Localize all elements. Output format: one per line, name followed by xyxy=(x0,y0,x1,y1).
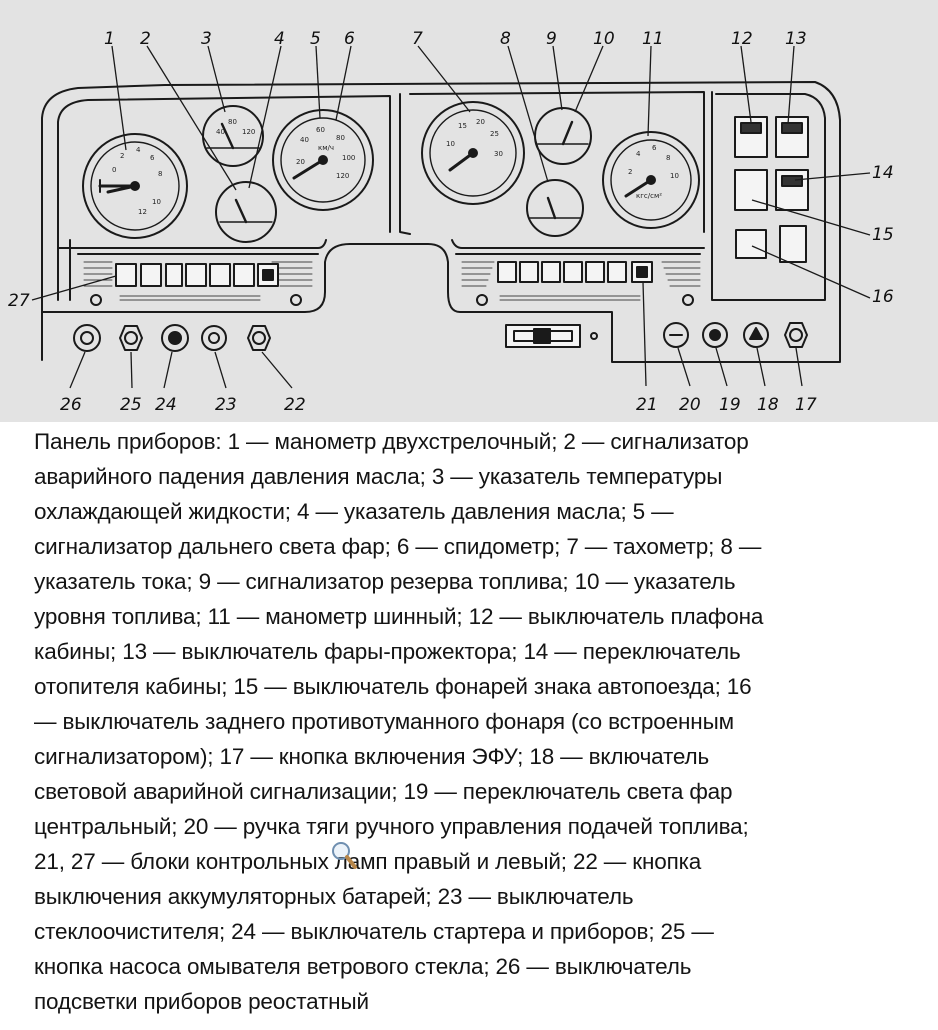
caption-line: охлаждающей жидкости; 4 — указатель давл… xyxy=(34,499,674,524)
callout-22: 22 xyxy=(284,395,306,415)
dashboard-drawing: 0 2 4 6 8 10 12 40 80 120 20 40 60 80 10… xyxy=(0,0,938,422)
caption-line: 21, 27 — блоки контрольных ламп правый и… xyxy=(34,849,702,874)
gauge-11-mark: 6 xyxy=(652,144,657,152)
callout-20: 20 xyxy=(679,395,701,415)
gauge-11-mark: 4 xyxy=(636,150,641,158)
caption-line: отопителя кабины; 15 — выключатель фонар… xyxy=(34,674,752,699)
callout-10: 10 xyxy=(593,29,615,49)
callout-2: 2 xyxy=(140,29,151,49)
callout-9: 9 xyxy=(546,29,557,49)
callout-23: 23 xyxy=(215,395,237,415)
knob-25 xyxy=(119,325,143,351)
gauge-1-mark: 4 xyxy=(136,146,141,154)
caption-line: подсветки приборов реостатный xyxy=(34,989,369,1014)
caption-line: кнопка насоса омывателя ветрового стекла… xyxy=(34,954,692,979)
gauge-1-mark: 0 xyxy=(112,166,116,174)
callout-5: 5 xyxy=(310,29,321,49)
gauge-6-speedometer xyxy=(272,109,374,211)
callout-24: 24 xyxy=(155,395,177,415)
knob-26 xyxy=(73,324,101,352)
knob-22 xyxy=(247,325,271,351)
figure-caption: Панель приборов: 1 — манометр двухстрело… xyxy=(0,422,938,1030)
caption-line: Панель приборов: 1 — манометр двухстрело… xyxy=(34,429,749,454)
gauge-6-mark: 60 xyxy=(316,126,325,134)
callout-12: 12 xyxy=(731,29,753,49)
gauge-11-unit: кгс/см² xyxy=(636,192,662,200)
gauge-1-mark: 10 xyxy=(152,198,161,206)
callout-15: 15 xyxy=(872,225,894,245)
caption-line: сигнализатор дальнего света фар; 6 — спи… xyxy=(34,534,762,559)
knob-19 xyxy=(702,322,728,348)
right-lamp-block xyxy=(497,261,653,283)
gauge-1-mark: 12 xyxy=(138,208,147,216)
callout-13: 13 xyxy=(785,29,807,49)
left-lamp-block xyxy=(115,263,279,287)
caption-line: выключения аккумуляторных батарей; 23 — … xyxy=(34,884,634,909)
gauge-9-fuel-reserve xyxy=(534,107,592,165)
knob-20 xyxy=(663,322,689,348)
gauge-6-mark: 20 xyxy=(296,158,305,166)
caption-line: уровня топлива; 11 — манометр шинный; 12… xyxy=(34,604,764,629)
gauge-3-mark: 40 xyxy=(216,128,225,136)
magnifier-cursor-icon xyxy=(332,842,357,869)
callout-16: 16 xyxy=(872,287,894,307)
caption-line: — выключатель заднего противотуманного ф… xyxy=(34,709,734,734)
caption-line: сигнализатором); 17 — кнопка включения Э… xyxy=(34,744,710,769)
switch-block-right xyxy=(734,116,809,263)
gauge-1-mark: 6 xyxy=(150,154,155,162)
gauge-7-mark: 10 xyxy=(446,140,455,148)
gauge-7-tachometer xyxy=(421,101,525,205)
gauge-11-mark: 8 xyxy=(666,154,670,162)
dashboard-svg: 0 2 4 6 8 10 12 40 80 120 20 40 60 80 10… xyxy=(8,29,894,415)
gauge-3-mark: 80 xyxy=(228,118,237,126)
gauge-7-mark: 15 xyxy=(458,122,467,130)
caption-line: центральный; 20 — ручка тяги ручного упр… xyxy=(34,814,749,839)
gauge-1-mark: 2 xyxy=(120,152,124,160)
gauge-11-tire-pressure xyxy=(602,131,700,229)
knob-23 xyxy=(201,325,227,351)
callout-14: 14 xyxy=(872,163,894,183)
callout-17: 17 xyxy=(795,395,817,415)
gauge-8-ammeter xyxy=(526,179,584,237)
callout-4: 4 xyxy=(274,29,285,49)
caption-line: стеклоочистителя; 24 — выключатель старт… xyxy=(34,919,714,944)
knob-18 xyxy=(743,322,769,348)
caption-line: указатель тока; 9 — сигнализатор резерва… xyxy=(34,569,736,594)
callout-25: 25 xyxy=(120,395,142,415)
callout-26: 26 xyxy=(60,395,82,415)
callout-3: 3 xyxy=(201,29,212,49)
gauge-3-coolant-temp xyxy=(202,105,264,167)
callout-6: 6 xyxy=(344,29,355,49)
gauge-1-double-pressure xyxy=(82,133,188,239)
gauge-6-mark: 80 xyxy=(336,134,345,142)
gauge-11-mark: 2 xyxy=(628,168,632,176)
callout-21: 21 xyxy=(636,395,658,415)
gauge-6-mark: 120 xyxy=(336,172,349,180)
gauge-1-mark: 8 xyxy=(158,170,162,178)
callout-18: 18 xyxy=(757,395,779,415)
knob-24 xyxy=(161,324,189,352)
callout-19: 19 xyxy=(719,395,741,415)
gauge-3-mark: 120 xyxy=(242,128,255,136)
callout-1: 1 xyxy=(104,29,115,49)
panel-outline xyxy=(41,81,841,363)
gauge-6-mark: 100 xyxy=(342,154,355,162)
gauge-7-mark: 30 xyxy=(494,150,503,158)
gauge-6-unit: км/ч xyxy=(318,144,334,152)
caption-line: кабины; 13 — выключатель фары-прожектора… xyxy=(34,639,741,664)
gauge-7-mark: 25 xyxy=(490,130,499,138)
gauge-11-mark: 10 xyxy=(670,172,679,180)
center-slider xyxy=(505,324,598,348)
callout-7: 7 xyxy=(412,29,423,49)
gauge-7-mark: 20 xyxy=(476,118,485,126)
knob-17 xyxy=(784,322,808,348)
caption-line: аварийного падения давления масла; 3 — у… xyxy=(34,464,723,489)
callout-8: 8 xyxy=(500,29,511,49)
callout-11: 11 xyxy=(642,29,664,49)
callout-27: 27 xyxy=(8,291,30,311)
gauge-6-mark: 40 xyxy=(300,136,309,144)
gauge-4-oil-pressure xyxy=(215,181,277,243)
caption-line: световой аварийной сигнализации; 19 — пе… xyxy=(34,779,733,804)
